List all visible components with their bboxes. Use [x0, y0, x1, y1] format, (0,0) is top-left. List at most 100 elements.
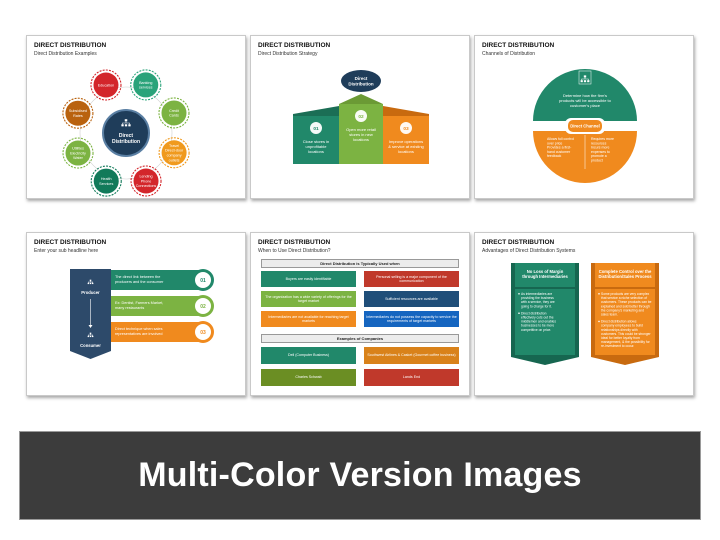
node-outer-ring — [130, 165, 162, 197]
example-node — [93, 168, 119, 194]
info-row — [111, 296, 203, 316]
row-text: representatives are involved — [115, 332, 163, 336]
example-label: Banking — [139, 81, 152, 85]
icon-part — [587, 80, 590, 83]
org-chart-icon — [580, 75, 590, 83]
company-example-cell: Lands End — [364, 369, 459, 386]
bullet-dot — [598, 293, 600, 295]
advantage-heading-box — [595, 263, 655, 287]
example-label: company — [167, 153, 182, 157]
usage-header: Direct Distribution is Typically Used wh… — [261, 259, 459, 268]
slide-thumbnail-2[interactable]: DIRECT DISTRIBUTION Direct Distribution … — [250, 35, 470, 199]
usage-condition-cell: Buyers are easily identifiable — [261, 271, 356, 287]
card-text: locations — [308, 149, 324, 154]
slide-thumbnail-6[interactable]: DIRECT DISTRIBUTION Advantages of Direct… — [474, 232, 694, 396]
row-text: many restaurants — [115, 306, 144, 310]
heading-fold — [655, 263, 659, 287]
usage-condition-cell: Intermediaries do not possess the capaci… — [364, 311, 459, 327]
org-chart-icon — [121, 119, 131, 127]
right-bullet: resources — [591, 141, 607, 145]
example-label: services — [139, 86, 153, 90]
slide-thumbnail-3[interactable]: DIRECT DISTRIBUTION Channels of Distribu… — [474, 35, 694, 199]
slide-subtitle: Enter your sub headline here — [34, 248, 99, 254]
row-number-bg — [195, 272, 211, 288]
icon-part — [87, 282, 90, 285]
row-text: producers and the consumer — [115, 280, 164, 284]
banner: Multi-Color Version Images — [19, 431, 701, 520]
company-example-cell: Charles Schwab — [261, 369, 356, 386]
card-text: unprofitable — [306, 144, 328, 149]
icon-part — [124, 124, 128, 127]
advantage-bullet: competitive on price. — [521, 328, 551, 332]
slide-thumbnail-5[interactable]: DIRECT DISTRIBUTION When to Use Direct D… — [250, 232, 470, 396]
icon-part — [89, 282, 92, 285]
center-roof — [339, 94, 383, 104]
number-circle — [400, 122, 412, 134]
number-circle — [310, 122, 322, 134]
company-example-cell: Dell (Computer Business) — [261, 347, 356, 364]
example-label: Lending — [139, 174, 152, 178]
advantage-bullet: explained and sold better through — [601, 304, 650, 308]
advantage-bullet: management, & the possibility for — [601, 340, 651, 344]
slide-title: DIRECT DISTRIBUTION — [482, 239, 555, 246]
slide-thumbnail-1[interactable]: DIRECT DISTRIBUTION Direct Distribution … — [26, 35, 246, 199]
node-outer-ring — [62, 137, 94, 169]
node-outer-ring — [158, 137, 190, 169]
banner-inner: Multi-Color Version Images — [24, 436, 696, 515]
icon-part — [580, 80, 583, 83]
flow-arrow-head — [88, 325, 93, 328]
right-bullet: Requires more — [591, 137, 614, 141]
top-text: customer's place — [570, 103, 601, 108]
slide-title: DIRECT DISTRIBUTION — [258, 42, 331, 49]
example-label: Rates — [73, 114, 83, 118]
advantage-bullet: effectively cuts out the — [521, 316, 554, 320]
advantage-bullet: customers. This could be stronger — [601, 332, 652, 336]
advantage-heading: Complete Control over the — [599, 269, 652, 274]
right-bullet: product — [591, 159, 603, 163]
row-text: Direct technique when sales — [115, 327, 163, 331]
bullet-dot — [598, 320, 600, 323]
bullet-dot — [518, 312, 520, 314]
node-outer-ring — [62, 97, 94, 129]
example-label: Services — [99, 182, 113, 186]
example-label: Electricity — [70, 151, 86, 155]
slide-subtitle: Advantages of Direct Distribution System… — [482, 248, 576, 254]
advantage-bullet: Direct distribution allows — [601, 320, 637, 324]
advantage-bullet: middlemen and enables — [521, 320, 556, 324]
org-chart-icon — [87, 279, 94, 285]
row-text: Ex: Dentist, Farmers Market, — [115, 301, 163, 305]
advantage-body — [595, 289, 655, 355]
icon-part — [91, 282, 94, 285]
right-bullet: promote a — [591, 154, 607, 158]
top-text: Determine how the firm's — [563, 93, 607, 98]
advantage-bullet: going to charge for it. — [521, 304, 552, 308]
top-text: products will be accessible to — [559, 98, 612, 103]
icon-part — [89, 279, 92, 281]
example-label: Water — [73, 156, 83, 160]
org-chart-icon — [87, 332, 94, 338]
row-number: 01 — [200, 278, 206, 284]
icon-part — [583, 80, 587, 83]
example-node — [65, 100, 91, 126]
icon-part — [581, 77, 589, 81]
slide-thumbnail-4[interactable]: DIRECT DISTRIBUTION Enter your sub headl… — [26, 232, 246, 396]
icon-part — [89, 332, 92, 334]
center-circle — [102, 109, 150, 157]
advantage-bullet: company employees to build — [601, 324, 643, 328]
example-label: Direct-door — [165, 149, 184, 153]
heading-fold — [511, 263, 515, 287]
ring — [79, 86, 173, 180]
node-outer-ring — [90, 69, 122, 101]
left-bullet: feedback — [547, 154, 561, 158]
example-label: Subsidised — [69, 109, 87, 113]
card-text: Open more retail — [346, 127, 376, 132]
slide-subtitle: When to Use Direct Distribution? — [258, 248, 331, 254]
right-bullet: Incurs more — [591, 146, 610, 150]
card-text: Improve operations — [389, 139, 423, 144]
advantage-bullet: the company's marketing and — [601, 308, 644, 312]
icon-part — [583, 75, 587, 78]
